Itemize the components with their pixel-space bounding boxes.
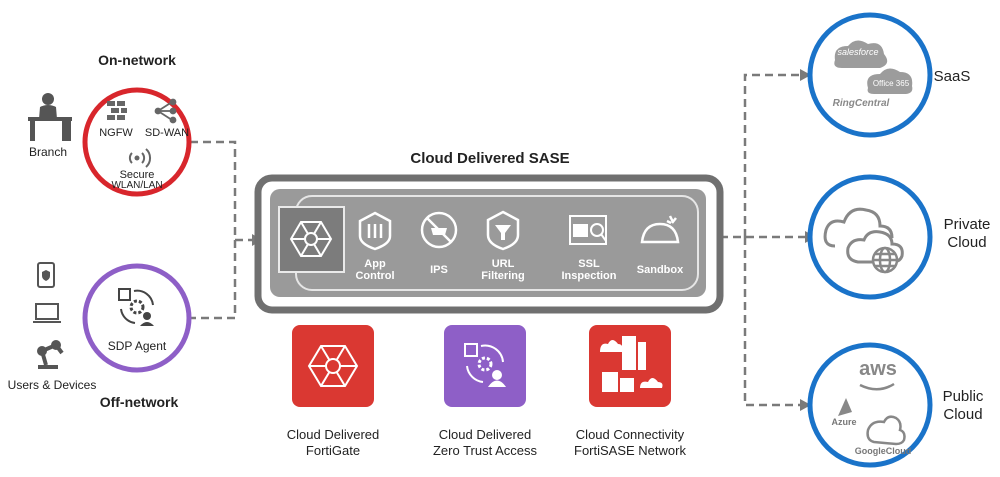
ssl-inspection-icon (569, 215, 607, 245)
private-cloud-label-line2: Cloud (947, 234, 987, 251)
office365-cloud (867, 68, 913, 94)
salesforce-cloud (834, 40, 888, 68)
url-filtering-icon (486, 210, 520, 251)
googlecloud-cloud (866, 415, 906, 446)
private-cloud-circle (807, 174, 933, 300)
firewall-icon (107, 101, 127, 120)
public-cloud-label-line2: Cloud (943, 406, 983, 423)
product-tile-ztna (444, 325, 526, 407)
service-ips-label: IPS (430, 264, 448, 276)
branch-label: Branch (28, 145, 68, 159)
ringcentral-logo-text: RingCentral (832, 98, 890, 109)
app-control-icon (358, 211, 392, 251)
arrow-saas (800, 69, 811, 81)
aws-smile (859, 382, 895, 391)
wireless-icon (128, 148, 152, 168)
saas-circle (807, 12, 933, 138)
aws-logo-text: aws (859, 358, 897, 380)
off-network-label: Off-network (99, 394, 179, 410)
sase-core-network-icon (289, 221, 333, 257)
globe-icon (871, 246, 899, 274)
users-devices-label: Users & Devices (7, 378, 97, 392)
saas-label: SaaS (933, 68, 971, 85)
left-connectors (190, 140, 252, 320)
private-cloud-label-line1: Private (943, 216, 991, 233)
laptop-icon (33, 303, 61, 323)
ips-icon (420, 211, 458, 249)
sdp-agent-icon (118, 288, 154, 326)
service-sandbox-label: Sandbox (636, 264, 684, 276)
arrow-public (800, 399, 811, 411)
salesforce-logo-text: salesforce (837, 47, 879, 57)
branch-person-icon (28, 93, 72, 141)
azure-logo (838, 398, 852, 416)
sase-core-tile (278, 206, 345, 273)
googlecloud-logo-text: GoogleCloud (854, 446, 912, 456)
sandbox-icon (640, 215, 680, 244)
sd-wan-icon (154, 98, 177, 124)
on-network-label: On-network (98, 52, 176, 68)
robot-arm-icon (37, 340, 64, 369)
secure-label: Secure (119, 169, 155, 181)
sdp-agent-label: SDP Agent (107, 339, 167, 353)
phone-icon (37, 262, 55, 288)
office365-logo-text: Office 365 (872, 79, 910, 88)
public-cloud-circle (807, 342, 933, 468)
private-cloud-icon (823, 207, 904, 264)
ngfw-label: NGFW (99, 127, 133, 139)
sase-title: Cloud Delivered SASE (410, 150, 570, 167)
right-connectors (720, 73, 805, 407)
off-network-circle (82, 263, 192, 373)
cloud-city-icon (600, 336, 663, 392)
ztna-icon (464, 343, 507, 387)
wlan-lan-label: WLAN/LAN (111, 180, 163, 191)
public-cloud-label-line1: Public (942, 388, 984, 405)
fortigate-network-icon (307, 345, 359, 387)
sd-wan-label: SD-WAN (144, 127, 190, 139)
azure-logo-text: Azure (831, 417, 857, 427)
